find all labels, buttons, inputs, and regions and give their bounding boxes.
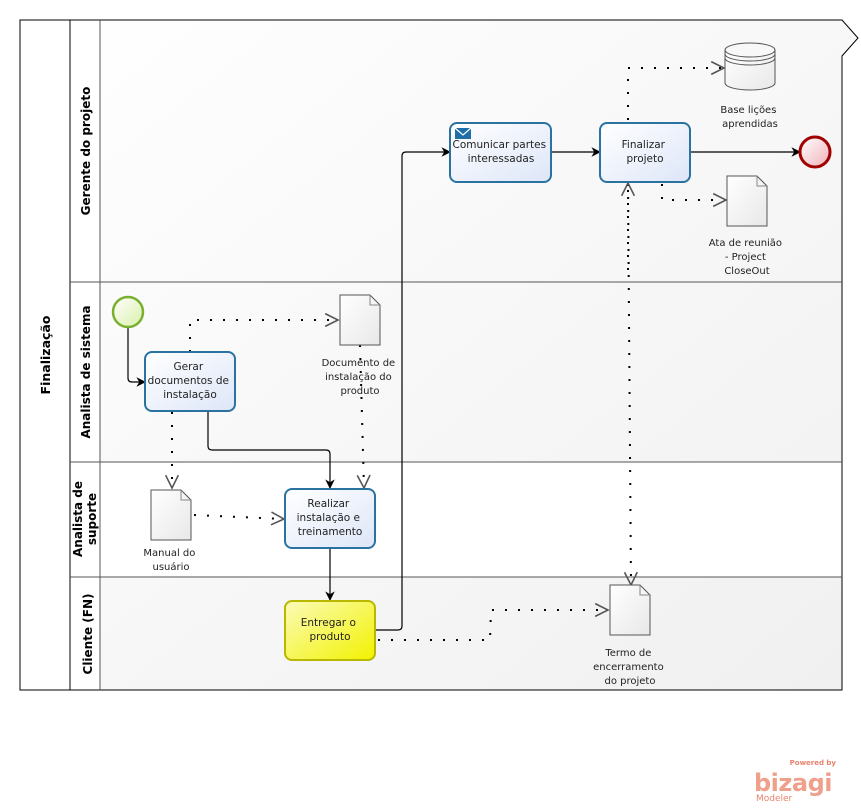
svg-text:Realizar instalação e: Realizar instalação e treinamento	[297, 498, 364, 538]
artifact-label-line: CloseOut	[724, 266, 769, 277]
task-label-line: Gerar	[173, 361, 203, 373]
task-label-line: Finalizar	[622, 139, 666, 151]
artifact-ata-reuniao[interactable]: Ata de reunião - Project CloseOut	[709, 175, 786, 277]
task-label-line: Entregar o	[301, 617, 356, 629]
document-icon	[150, 489, 192, 541]
artifact-base-licoes[interactable]: Base lições aprendidas	[720, 42, 779, 130]
artifact-label-line: instalação do	[325, 372, 392, 383]
lane-title-cliente: Cliente (FN)	[81, 594, 95, 675]
task-label-line: documentos de	[148, 375, 229, 387]
svg-text:Base lições aprendidas: Base lições aprendidas	[720, 105, 779, 130]
svg-text:Ata de reunião - Project: Ata de reunião - Project CloseOut	[709, 238, 786, 277]
task-label-line: produto	[309, 631, 350, 643]
svg-text:Comunicar partes interes: Comunicar partes interessadas	[453, 139, 550, 165]
lane-analista-suporte: Analista de suporte	[71, 481, 99, 557]
task-entregar-produto[interactable]: Entregar o produto	[284, 600, 376, 661]
artifact-label-line: Documento de	[322, 358, 396, 369]
start-event[interactable]	[111, 295, 145, 329]
associations	[172, 68, 726, 641]
svg-text:Documento de instalação: Documento de instalação do produto	[322, 358, 399, 397]
task-label-line: Realizar	[307, 498, 349, 510]
lane-title-analista-sistema: Analista de sistema	[79, 305, 93, 438]
data-store-icon	[724, 42, 776, 91]
document-icon	[726, 175, 768, 227]
brand-name: bizagi	[754, 769, 832, 797]
pool-title: Finalização	[38, 315, 53, 394]
assoc-finalizar-to-base[interactable]	[627, 68, 724, 120]
task-label-line: projeto	[626, 153, 663, 165]
task-finalizar-projeto[interactable]: Finalizar projeto	[599, 122, 691, 183]
artifact-label-line: Ata de reunião	[709, 238, 782, 249]
artifact-label-line: usuário	[152, 561, 189, 573]
assoc-finalizar-to-termo[interactable]	[628, 183, 631, 585]
task-gerar-documentos[interactable]: Gerar documentos de instalação	[144, 351, 236, 412]
svg-text:Finalizar projeto: Finalizar projeto	[622, 139, 669, 165]
task-label-line: treinamento	[298, 526, 363, 538]
svg-text:Manual do usuário: Manual do usuário	[143, 548, 198, 573]
task-label-line: interessadas	[468, 153, 535, 165]
flow-gerar-to-realizar[interactable]	[207, 412, 335, 489]
task-label-line: instalação	[163, 389, 217, 401]
lane-title-gerente: Gerente do projeto	[79, 87, 93, 216]
document-icon	[339, 294, 381, 346]
artifact-label-line: produto	[340, 386, 379, 397]
assoc-gerar-to-doc[interactable]	[189, 320, 338, 352]
lane-cliente: Cliente (FN)	[81, 594, 95, 675]
bizagi-logo: Powered by bizagi Modeler	[754, 759, 836, 804]
brand-powered: Powered by	[790, 759, 837, 767]
artifact-manual-usuario[interactable]: Manual do usuário	[143, 489, 198, 573]
flow-start-to-gerar[interactable]	[127, 326, 146, 387]
artifact-termo-encerramento[interactable]: Termo de encerramento do projeto	[593, 584, 667, 687]
artifact-label-line: Termo de	[604, 648, 651, 659]
artifact-label-line: aprendidas	[722, 119, 778, 130]
svg-text:Entregar o produto: Entregar o produto	[301, 617, 359, 643]
task-label-line: Comunicar partes	[453, 139, 547, 151]
envelope-icon	[454, 127, 472, 139]
artifact-documento-instalacao[interactable]: Documento de instalação do produto	[322, 294, 399, 397]
artifact-label-line: Base lições	[720, 105, 776, 116]
task-label-line: instalação e	[297, 512, 360, 524]
document-icon	[609, 584, 651, 636]
brand-product: Modeler	[756, 794, 793, 804]
lane-analista-sistema: Analista de sistema	[79, 305, 93, 438]
lane-title-analista-suporte-2: suporte	[85, 493, 99, 545]
flow-entregar-to-comunicar[interactable]	[376, 147, 451, 631]
lane-title-analista-suporte-1: Analista de	[71, 481, 85, 557]
artifact-label-line: - Project	[725, 252, 766, 263]
sequence-flows	[127, 147, 801, 631]
end-event[interactable]	[798, 135, 832, 169]
artifact-label-line: do projeto	[605, 676, 656, 687]
lane-gerente: Gerente do projeto	[79, 87, 93, 216]
artifact-label-line: Manual do	[143, 548, 195, 559]
artifact-label-line: encerramento	[593, 662, 664, 673]
task-realizar-instalacao[interactable]: Realizar instalação e treinamento	[284, 488, 376, 549]
svg-text:Termo de encerramento: Termo de encerramento do projeto	[593, 648, 667, 687]
svg-text:Gerar documentos de: Gerar documentos de instalação	[148, 361, 233, 401]
task-comunicar-partes[interactable]: Comunicar partes interessadas	[449, 122, 552, 183]
